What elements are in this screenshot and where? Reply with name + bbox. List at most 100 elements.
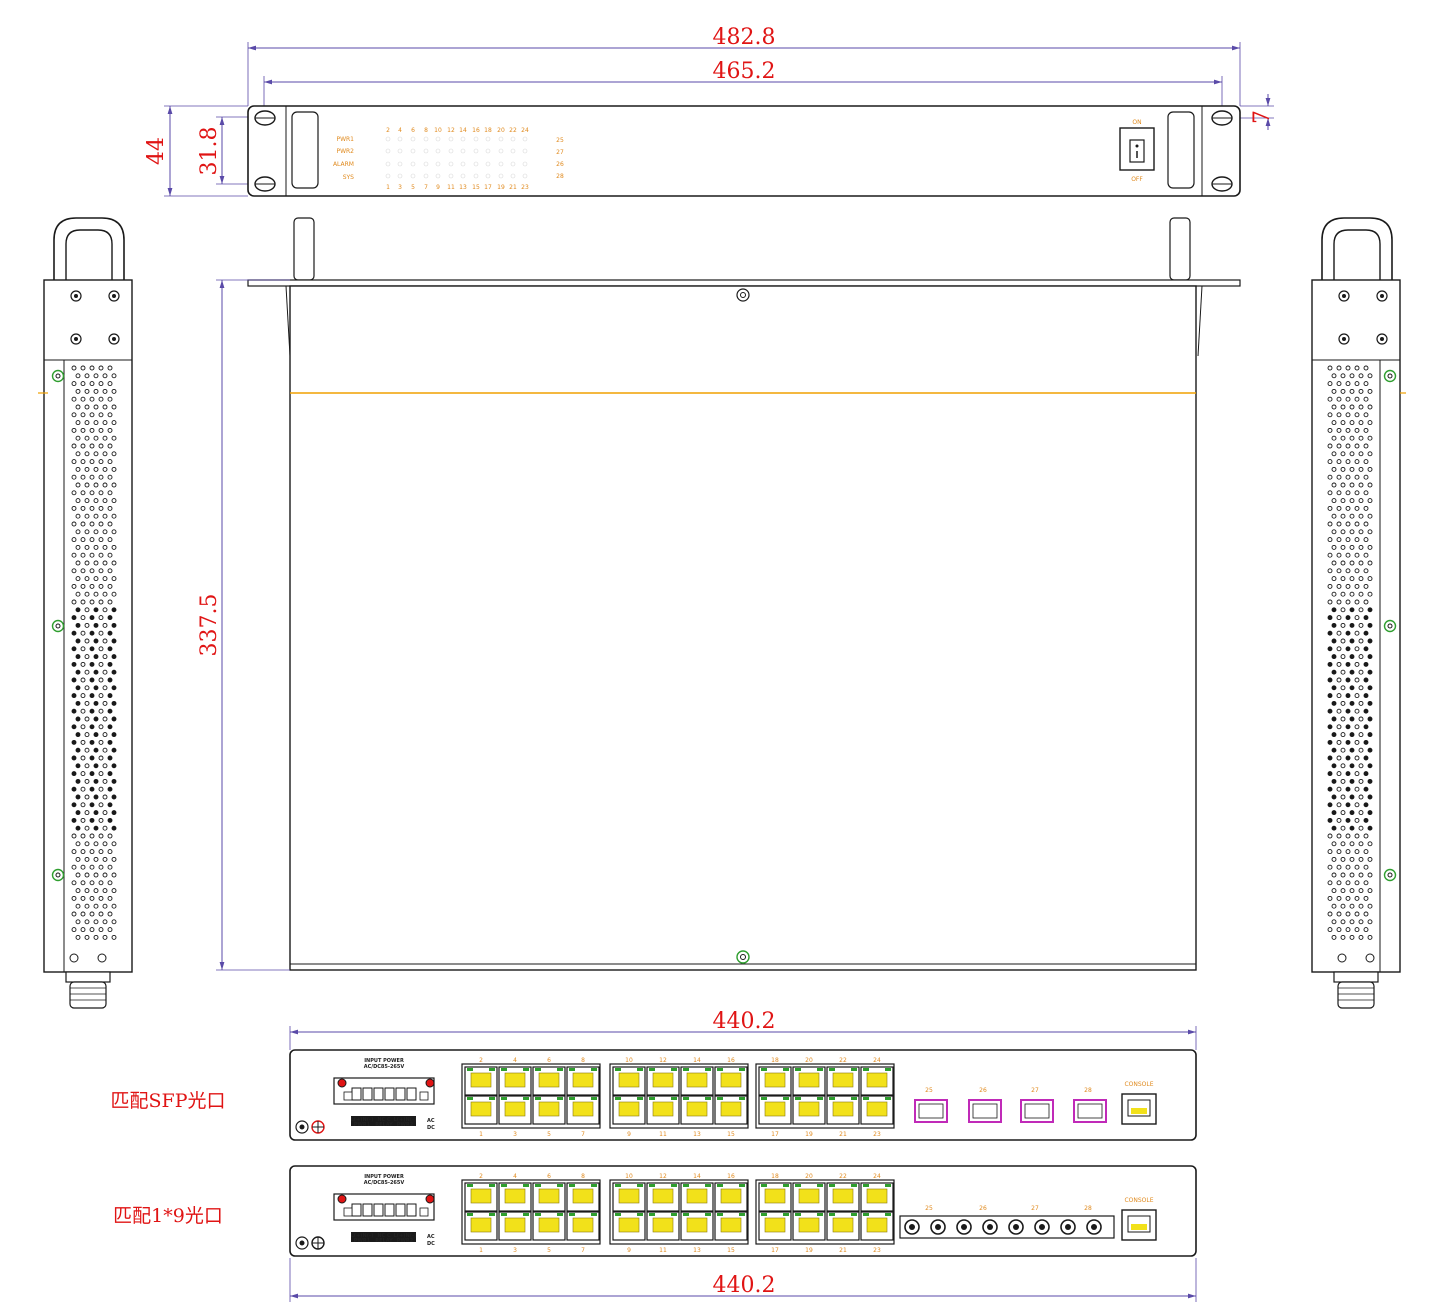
vent-hole [1363,880,1369,886]
mount-hole [254,176,276,192]
vent-hole [71,802,77,808]
vent-hole [98,568,104,574]
led-dot [510,136,516,142]
vent-hole [93,622,99,628]
port-led [717,1097,723,1100]
vent-hole [1354,365,1360,371]
vent-hole [1363,802,1369,808]
vent-hole [107,443,113,449]
vent-hole [1349,732,1355,738]
port-led [795,1213,801,1216]
vent-hole [111,888,117,894]
vent-hole [84,638,90,644]
vent-hole [71,427,77,433]
vent-hole [1327,911,1333,917]
led-dot [510,173,516,179]
vent-hole [1336,381,1342,387]
vent-hole [71,708,77,714]
vent-hole [84,654,90,660]
vent-hole [89,864,95,870]
vent-hole [1358,498,1364,504]
port-led [671,1213,677,1216]
port-led [501,1097,507,1100]
vent-hole [1349,654,1355,660]
vent-hole [1367,420,1373,426]
vent-hole [1331,888,1337,894]
port-number-label: 24 [521,127,529,134]
led-dot [473,161,479,167]
vent-hole [107,786,113,792]
terminal-label-bg [373,1232,395,1242]
vent-hole [1354,661,1360,667]
vent-hole [102,856,108,862]
terminal-label-bg [351,1116,373,1126]
vent-hole [1367,763,1373,769]
vent-hole [93,544,99,550]
vent-hole [1367,560,1373,566]
vent-hole [1363,911,1369,917]
vent-hole [102,716,108,722]
vent-hole [1327,880,1333,886]
vent-hole [89,724,95,730]
port-led [671,1184,677,1187]
port-number-label: 14 [693,1173,701,1180]
vent-hole [1349,685,1355,691]
vent-hole [84,716,90,722]
vent-hole [111,763,117,769]
vent-hole [75,669,81,675]
vent-hole [93,716,99,722]
vent-hole [1349,388,1355,394]
port-led [615,1097,621,1100]
screw-icon [74,294,78,298]
vent-hole [75,903,81,909]
vent-hole [93,794,99,800]
vent-hole [102,638,108,644]
vent-hole [107,396,113,402]
led-dot [385,173,391,179]
screw-icon [69,953,79,963]
vent-hole [89,599,95,605]
port-led [535,1068,541,1071]
vent-hole [1349,513,1355,519]
led-dot [397,173,403,179]
rj45-contacts [538,1072,560,1088]
port-number-label: 19 [805,1131,813,1138]
vent-hole [1336,786,1342,792]
fiber-port-number: 26 [979,1087,987,1094]
vent-hole [84,482,90,488]
vent-hole [111,919,117,925]
vent-hole [1349,716,1355,722]
vent-hole [1336,739,1342,745]
vent-hole [102,420,108,426]
port-number-label: 2 [386,127,390,134]
rj45-port [826,1182,860,1212]
vent-hole [1354,693,1360,699]
rj45-contacts [686,1217,708,1233]
rj45-port [646,1182,680,1212]
port-led [783,1097,789,1100]
port-number-label: 18 [484,127,492,134]
vent-hole [1327,365,1333,371]
rj45-contacts [504,1101,526,1117]
power-switch[interactable]: ON OFF [1119,119,1155,183]
screw-icon [55,872,61,878]
vent-hole [1358,778,1364,784]
vent-hole [71,552,77,558]
vent-hole [1336,802,1342,808]
vent-hole [1327,802,1333,808]
switch-off-label: OFF [1131,176,1143,183]
sfp-port [1020,1099,1054,1123]
vent-hole [102,778,108,784]
vent-hole [1340,856,1346,862]
vent-hole [1340,466,1346,472]
rj45-contacts [866,1072,888,1088]
vent-hole [84,513,90,519]
vent-hole [1354,833,1360,839]
vent-hole [1327,521,1333,527]
led-dot [473,173,479,179]
vent-hole [111,794,117,800]
vent-hole [89,521,95,527]
led-dot [498,173,504,179]
vent-hole [1349,919,1355,925]
